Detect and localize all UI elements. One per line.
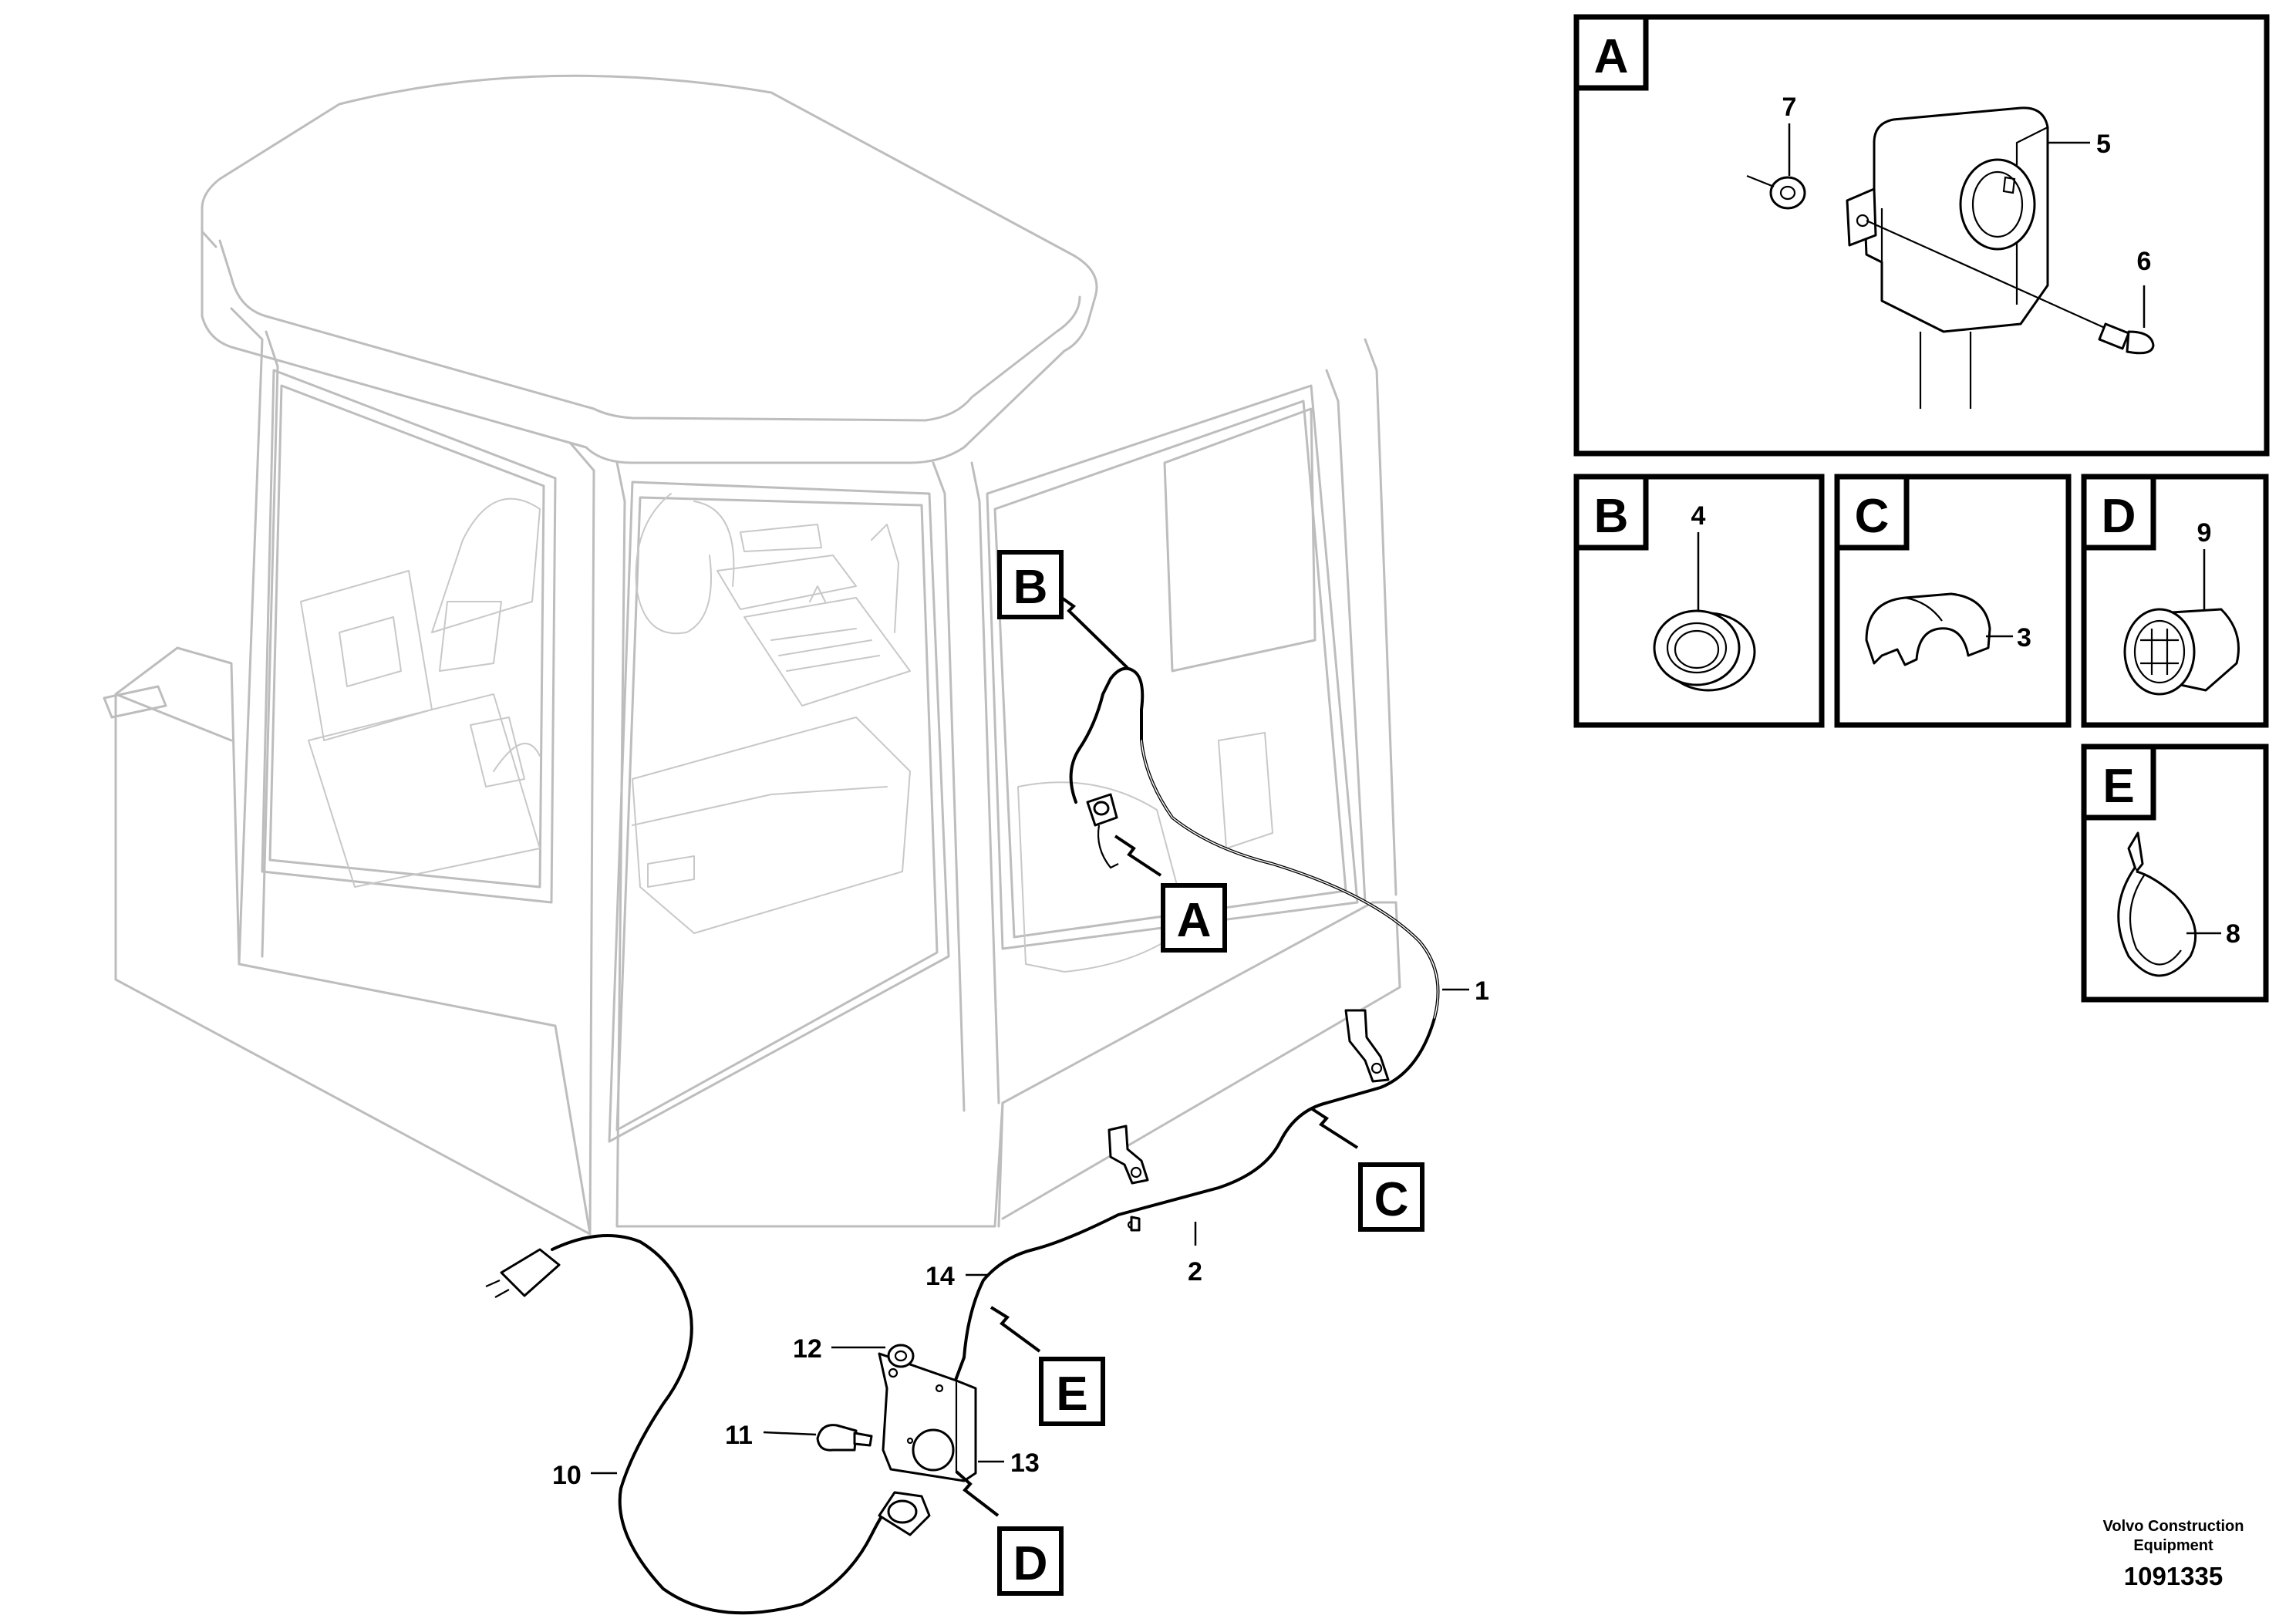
callout-12: 12 (793, 1334, 822, 1364)
detail-panel-B: B 4 (1573, 474, 1825, 728)
credit-line-1: Volvo Construction (2103, 1518, 2244, 1535)
callout-3: 3 (2017, 623, 2031, 653)
credit-line-2: Equipment (2133, 1537, 2213, 1554)
detail-panel-C: C 3 (1834, 474, 2072, 728)
view-tag-B: B (1013, 561, 1048, 614)
illustration-part-number: 1091335 (2124, 1562, 2223, 1590)
panel-B-letter: B (1594, 490, 1629, 543)
panel-D-letter: D (2102, 490, 2136, 543)
view-tag-D: D (1013, 1537, 1048, 1590)
callout-4: 4 (1691, 501, 1706, 531)
socket-A-illustration (1086, 793, 1119, 869)
harness-cables (485, 666, 1440, 1615)
panel-C-letter: C (1855, 490, 1890, 543)
callout-2: 2 (1188, 1257, 1202, 1286)
callout-14: 14 (925, 1262, 955, 1291)
credit-block: Volvo Construction Equipment 1091335 (2103, 1518, 2244, 1590)
view-tag-A: A (1177, 894, 1212, 947)
callout-1: 1 (1475, 976, 1489, 1006)
detail-panel-E: E 8 (2081, 744, 2269, 1003)
view-tags: B A C E D (997, 550, 1424, 1596)
leader-lines (591, 597, 1469, 1517)
view-tag-C: C (1374, 1173, 1409, 1226)
callout-10: 10 (552, 1461, 582, 1490)
callout-6: 6 (2137, 247, 2152, 276)
panel-A-letter: A (1594, 30, 1629, 83)
view-tag-E: E (1056, 1367, 1087, 1421)
callout-9: 9 (2197, 518, 2212, 548)
mounting-brackets (1108, 1009, 1390, 1232)
cab-illustration (103, 74, 1401, 1236)
callout-13: 13 (1010, 1448, 1040, 1478)
bracket-13-illustration (816, 1344, 977, 1482)
callout-5: 5 (2096, 130, 2111, 159)
callout-8: 8 (2226, 919, 2240, 949)
detail-panel-D: D 9 (2081, 474, 2269, 728)
detail-panel-A: A 7 5 6 (1573, 14, 2270, 457)
callout-7: 7 (1782, 93, 1797, 122)
main-callouts: 1 2 14 12 11 13 10 (552, 976, 1489, 1490)
panel-E-letter: E (2102, 760, 2134, 813)
callout-11: 11 (725, 1421, 753, 1450)
